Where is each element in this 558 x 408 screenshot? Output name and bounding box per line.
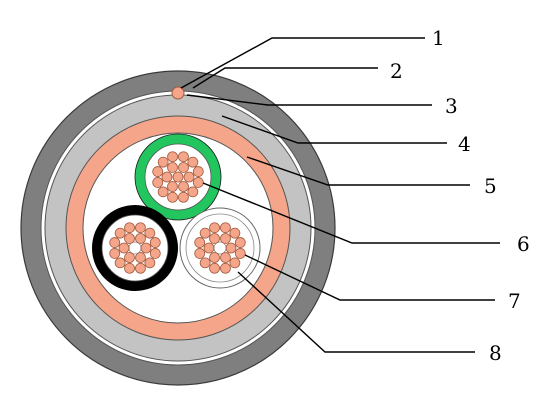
leader-line-2 (192, 67, 378, 89)
callout-label-2: 2 (390, 59, 403, 83)
leader-line-5 (246, 156, 470, 186)
leader-line-6 (202, 182, 500, 244)
copper-strand (114, 257, 126, 269)
copper-strand (140, 242, 152, 254)
copper-strand (144, 257, 156, 269)
copper-strand (234, 248, 246, 259)
copper-strand (109, 237, 121, 248)
copper-strand (178, 162, 189, 173)
copper-strand (157, 156, 169, 168)
copper-strand (124, 222, 135, 234)
leader-line-4 (221, 115, 447, 144)
copper-strand (220, 262, 231, 274)
callout-label-1: 1 (432, 26, 445, 50)
core-white-strands (194, 222, 246, 274)
callout-label-8: 8 (489, 341, 502, 365)
copper-strand (109, 248, 121, 259)
leader-line-1 (180, 37, 425, 89)
copper-strand (167, 151, 178, 163)
copper-strand (178, 181, 189, 192)
copper-strand (135, 262, 146, 274)
copper-strand (135, 222, 146, 234)
conductor-center-filler (213, 241, 227, 255)
copper-strand (135, 252, 146, 263)
copper-strand (167, 191, 178, 203)
copper-strand (167, 162, 178, 173)
core-green-strands (152, 151, 204, 203)
copper-strand (194, 248, 206, 259)
copper-strand (135, 233, 146, 244)
copper-strand (167, 181, 178, 192)
copper-strand (192, 177, 204, 188)
copper-strand (152, 177, 164, 188)
copper-strand (220, 222, 231, 234)
copper-strand (187, 156, 199, 168)
copper-strand (225, 242, 237, 254)
copper-strand (209, 222, 220, 234)
copper-strand (192, 166, 204, 177)
copper-strand (157, 186, 169, 198)
copper-strand (229, 227, 241, 239)
copper-strand (209, 233, 220, 244)
leader-line-8 (237, 271, 475, 353)
copper-strand (203, 242, 215, 254)
copper-strand (229, 257, 241, 269)
copper-strand (199, 257, 211, 269)
copper-strand (144, 227, 156, 239)
callout-label-4: 4 (458, 132, 471, 156)
copper-strand (124, 233, 135, 244)
copper-strand (149, 248, 161, 259)
copper-strand (178, 191, 189, 203)
callout-label-3: 3 (445, 94, 458, 118)
copper-strand (209, 252, 220, 263)
core-black-insulated (92, 205, 178, 291)
leader-line-7 (244, 254, 495, 301)
copper-strand (149, 237, 161, 248)
copper-strand (178, 151, 189, 163)
copper-strand (118, 242, 130, 254)
copper-strand (187, 186, 199, 198)
copper-strand (194, 237, 206, 248)
copper-strand (172, 171, 184, 183)
copper-strand (199, 227, 211, 239)
copper-strand (234, 237, 246, 248)
copper-strand (220, 233, 231, 244)
drain-wire (171, 86, 185, 100)
core-white-insulated (179, 207, 261, 289)
callout-label-6: 6 (517, 232, 530, 256)
callout-label-7: 7 (508, 289, 521, 313)
copper-strand (124, 252, 135, 263)
copper-strand (161, 171, 173, 183)
copper-strand (209, 262, 220, 274)
copper-strand (183, 171, 195, 183)
conductor-center-filler (128, 241, 142, 255)
copper-strand (114, 227, 126, 239)
core-green-insulated (134, 133, 222, 221)
callout-label-5: 5 (484, 174, 497, 198)
copper-strand (152, 166, 164, 177)
copper-strand (124, 262, 135, 274)
leader-line-3 (186, 94, 432, 106)
core-black-strands (109, 222, 161, 274)
copper-strand (220, 252, 231, 263)
